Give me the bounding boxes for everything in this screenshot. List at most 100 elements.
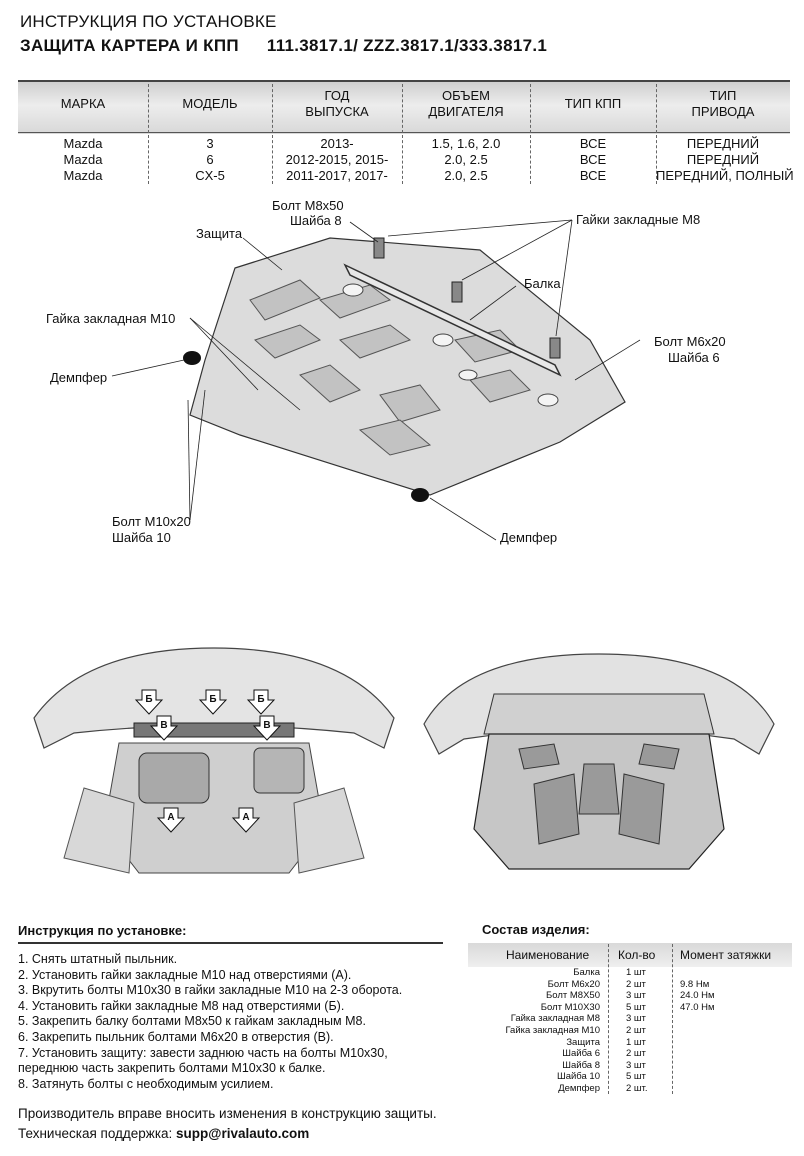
vehicle-col-cells: 2013-2012-2015, 2015-2011-2017, 2017- bbox=[272, 136, 402, 184]
parts-header-qty: Кол-во bbox=[618, 948, 656, 962]
parts-column-separator bbox=[608, 944, 609, 1094]
table-cell: 2011-2017, 2017- bbox=[286, 168, 388, 183]
part-name: Шайба 8 bbox=[562, 1059, 600, 1071]
parts-column-separator bbox=[672, 944, 673, 1094]
instruction-step: 2. Установить гайки закладные М10 над от… bbox=[18, 967, 352, 982]
label-nuts-m8: Гайки закладные М8 bbox=[576, 212, 701, 227]
instruction-step: 8. Затянуть болты с необходимым усилием. bbox=[18, 1076, 274, 1091]
nuts bbox=[373, 237, 561, 359]
label-damper-bottom: Демпфер bbox=[500, 530, 558, 545]
column-separator bbox=[402, 84, 403, 184]
part-codes: 111.3817.1/ ZZZ.3817.1/333.3817.1 bbox=[266, 36, 548, 55]
parts-row: Болт М6х20 2 шт 9.8 Нм bbox=[468, 979, 792, 991]
beam bbox=[343, 263, 562, 377]
part-name: Гайка закладная М8 bbox=[510, 1013, 600, 1025]
part-qty: 2 шт bbox=[626, 978, 646, 990]
part-torque: 47.0 Нм bbox=[680, 1001, 715, 1013]
part-name: Болт М6х20 bbox=[547, 978, 600, 990]
table-cell: 2012-2015, 2015- bbox=[285, 152, 389, 167]
table-cell: Mazda bbox=[63, 136, 103, 151]
label-beam: Балка bbox=[524, 276, 561, 291]
table-cell: Mazda bbox=[63, 168, 103, 183]
guard-assembly-diagram bbox=[111, 219, 641, 541]
part-qty: 1 шт bbox=[626, 967, 646, 978]
divider bbox=[18, 132, 790, 133]
table-cell: 2.0, 2.5 bbox=[444, 168, 488, 183]
table-cell: ВСЕ bbox=[579, 168, 607, 183]
instruction-step: 6. Закрепить пыльник болтами М6х20 в отв… bbox=[18, 1029, 334, 1044]
table-cell: ПЕРЕДНИЙ, ПОЛНЫЙ bbox=[656, 168, 794, 183]
instruction-step: 7. Установить защиту: завести заднюю час… bbox=[18, 1045, 388, 1060]
marker-a-2: А bbox=[242, 812, 249, 823]
part-qty: 2 шт bbox=[626, 1048, 646, 1060]
part-qty: 2 шт bbox=[626, 1024, 646, 1036]
table-cell: 3 bbox=[206, 136, 214, 151]
part-name: Защита bbox=[566, 1036, 600, 1048]
part-name: Гайка закладная М10 bbox=[505, 1024, 600, 1036]
damper-left-mark bbox=[183, 351, 201, 365]
part-name: Балка bbox=[573, 967, 600, 978]
label-washer-10: Шайба 10 bbox=[112, 530, 171, 545]
label-washer-8: Шайба 8 bbox=[290, 213, 342, 228]
part-qty: 3 шт bbox=[626, 1013, 646, 1025]
instruction-step: 5. Закрепить балку болтами М8х50 к гайка… bbox=[18, 1014, 366, 1029]
table-cell: 2.0, 2.5 bbox=[444, 152, 488, 167]
table-cell: ВСЕ bbox=[579, 152, 607, 167]
parts-title: Состав изделия: bbox=[482, 922, 590, 937]
column-separator bbox=[148, 84, 149, 184]
part-name: Болт М8Х50 bbox=[546, 990, 600, 1002]
parts-table-header: Наименование Кол-во Момент затяжки bbox=[468, 943, 792, 967]
part-torque: 24.0 Нм bbox=[680, 990, 715, 1002]
table-cell: ВСЕ bbox=[579, 136, 607, 151]
doc-title: ИНСТРУКЦИЯ ПО УСТАНОВКЕ bbox=[20, 12, 277, 31]
damper-bottom-mark bbox=[411, 488, 429, 502]
column-separator bbox=[530, 84, 531, 184]
marker-b-2: Б bbox=[209, 694, 216, 705]
support-email[interactable]: supp@rivalauto.com bbox=[176, 1126, 310, 1141]
table-cell: ПЕРЕДНИЙ bbox=[686, 136, 760, 151]
parts-row: Гайка закладная М8 3 шт bbox=[468, 1013, 792, 1025]
instruction-step: 1. Снять штатный пыльник. bbox=[18, 952, 178, 966]
part-name: Шайба 10 bbox=[556, 1071, 600, 1083]
underbody-photo-with-guard bbox=[414, 634, 784, 874]
support-label: Техническая поддержка: bbox=[18, 1126, 177, 1141]
vehicle-col-header: ТИП ПРИВОДА bbox=[691, 88, 755, 119]
table-cell: CX-5 bbox=[195, 168, 225, 183]
footer-notice: Производитель вправе вносить изменения в… bbox=[18, 1106, 437, 1121]
instructions-list: 1. Снять штатный пыльник.2. Установить г… bbox=[18, 952, 402, 1092]
label-bolt-m10x20: Болт М10х20 bbox=[112, 514, 191, 529]
vehicle-col-header: МАРКА bbox=[60, 96, 106, 111]
parts-row: Шайба 8 3 шт bbox=[468, 1060, 792, 1072]
instruction-step: 4. Установить гайки закладные М8 над отв… bbox=[18, 998, 345, 1013]
instructions-rule bbox=[18, 942, 443, 944]
column-separator bbox=[272, 84, 273, 184]
label-bolt-m8x50: Болт М8х50 bbox=[272, 198, 344, 213]
parts-row: Гайка закладная М10 2 шт bbox=[468, 1025, 792, 1037]
holes bbox=[342, 283, 559, 407]
part-qty: 5 шт bbox=[626, 1001, 646, 1013]
part-qty: 3 шт bbox=[626, 1059, 646, 1071]
vehicle-table-header-bar bbox=[18, 80, 790, 134]
parts-header-name: Наименование bbox=[506, 948, 590, 962]
part-torque: 9.8 Нм bbox=[680, 978, 710, 990]
part-qty: 2 шт. bbox=[626, 1082, 648, 1094]
marker-v-2: В bbox=[263, 720, 270, 731]
label-guard: Защита bbox=[196, 226, 243, 241]
parts-row: Балка 1 шт bbox=[468, 967, 792, 979]
vehicle-col-header: ТИП КПП bbox=[564, 96, 622, 111]
table-cell: 2013- bbox=[320, 136, 354, 151]
label-nut-m10: Гайка закладная М10 bbox=[46, 311, 176, 326]
vehicle-col-header: МОДЕЛЬ bbox=[182, 96, 238, 111]
